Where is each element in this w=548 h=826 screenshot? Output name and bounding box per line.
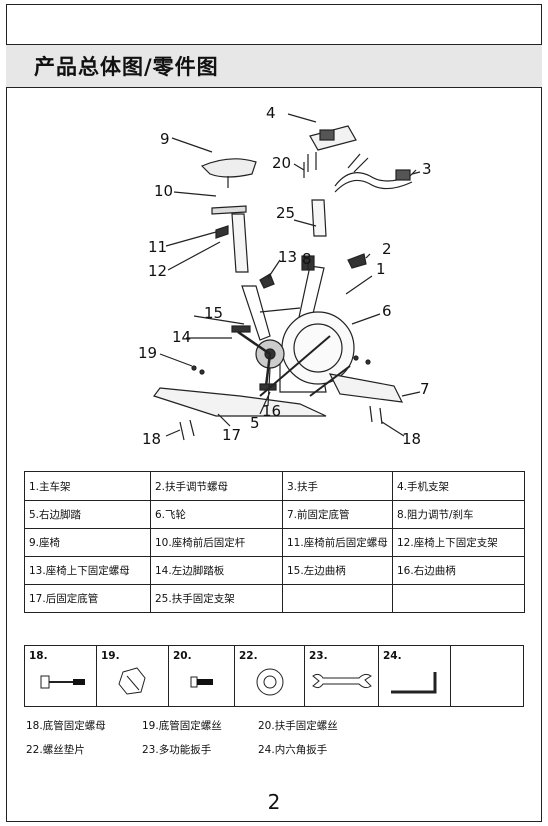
part-cell [282,584,393,613]
hardware-number: 18. [29,650,48,662]
exploded-view-diagram: 9 10 11 12 14 15 19 4 20 25 13 8 2 1 6 3… [120,96,440,456]
spin-bike-illustration [153,113,421,441]
part-cell: 5.右边脚踏 [24,500,151,529]
callout-12: 12 [148,262,168,280]
page-number: 2 [267,790,281,814]
callout-15: 15 [204,304,224,322]
table-row: 1.主车架 2.扶手调节螺母 3.扶手 4.手机支架 [24,471,525,501]
callout-25: 25 [276,204,296,222]
short-screw-icon [190,676,213,688]
hardware-number: 20. [173,650,192,662]
hardware-cell-18: 18. [25,646,97,706]
page-frame [6,4,542,822]
callout-8: 8 [302,250,312,268]
part-cell: 7.前固定底管 [282,500,393,529]
hardware-number: 23. [309,650,328,662]
table-row: 13.座椅上下固定螺母 14.左边脚踏板 15.左边曲柄 16.右边曲柄 [24,556,525,585]
hardware-number: 19. [101,650,120,662]
part-cell: 12.座椅上下固定支架 [392,528,525,557]
callout-7: 7 [420,380,430,398]
callout-4: 4 [266,104,276,122]
hardware-cell-23: 23. [305,646,379,706]
part-cell: 8.阻力调节/刹车 [392,500,525,529]
part-cell: 2.扶手调节螺母 [150,471,283,501]
callout-3: 3 [422,160,432,178]
bolt-icon [40,675,85,689]
hardware-cell-20: 20. [169,646,235,706]
nut-icon [118,667,146,695]
hardware-legend-24: 24.内六角扳手 [258,744,328,756]
hardware-table: 18. 19. 20. 22. 23. 24. [24,645,524,707]
part-cell: 17.后固定底管 [24,584,151,613]
allen-key-icon [391,672,437,694]
title-bar: 产品总体图/零件图 [6,44,542,88]
part-cell: 13.座椅上下固定螺母 [24,556,151,585]
callout-17: 17 [222,426,242,444]
part-cell: 25.扶手固定支架 [150,584,283,613]
part-cell: 10.座椅前后固定杆 [150,528,283,557]
callout-14: 14 [172,328,192,346]
part-cell: 16.右边曲柄 [392,556,525,585]
part-cell: 1.主车架 [24,471,151,501]
part-cell: 4.手机支架 [392,471,525,501]
callout-5: 5 [250,414,260,432]
table-row: 17.后固定底管 25.扶手固定支架 [24,584,525,613]
table-row: 9.座椅 10.座椅前后固定杆 11.座椅前后固定螺母 12.座椅上下固定支架 [24,528,525,557]
hardware-legend-22: 22.螺丝垫片 [26,744,85,756]
hardware-number: 22. [239,650,258,662]
hardware-legend-20: 20.扶手固定螺丝 [258,720,338,732]
part-cell: 9.座椅 [24,528,151,557]
page-title: 产品总体图/零件图 [34,55,219,79]
callout-20: 20 [272,154,292,172]
part-cell: 3.扶手 [282,471,393,501]
hardware-legend-23: 23.多功能扳手 [142,744,212,756]
callout-9: 9 [160,130,170,148]
callout-11: 11 [148,238,168,256]
callout-13: 13 [278,248,298,266]
part-cell: 6.飞轮 [150,500,283,529]
callout-6: 6 [382,302,392,320]
part-cell: 14.左边脚踏板 [150,556,283,585]
part-cell: 15.左边曲柄 [282,556,393,585]
hardware-number: 24. [383,650,402,662]
hardware-cell-19: 19. [97,646,169,706]
callout-19: 19 [138,344,158,362]
callout-18-left: 18 [142,430,162,448]
wrench-icon [312,673,372,689]
hardware-legend-19: 19.底管固定螺丝 [142,720,222,732]
callout-16: 16 [262,402,282,420]
table-row: 5.右边脚踏 6.飞轮 7.前固定底管 8.阻力调节/刹车 [24,500,525,529]
callout-18-right: 18 [402,430,422,448]
parts-table: 1.主车架 2.扶手调节螺母 3.扶手 4.手机支架 5.右边脚踏 6.飞轮 7… [24,471,525,613]
part-cell: 11.座椅前后固定螺母 [282,528,393,557]
callout-2: 2 [382,240,392,258]
hardware-cell-24: 24. [379,646,451,706]
part-cell [392,584,525,613]
washer-icon [256,668,284,696]
callout-1: 1 [376,260,386,278]
hardware-cell-22: 22. [235,646,305,706]
hardware-legend-18: 18.底管固定螺母 [26,720,106,732]
callout-10: 10 [154,182,174,200]
hardware-cell-empty [451,646,523,706]
